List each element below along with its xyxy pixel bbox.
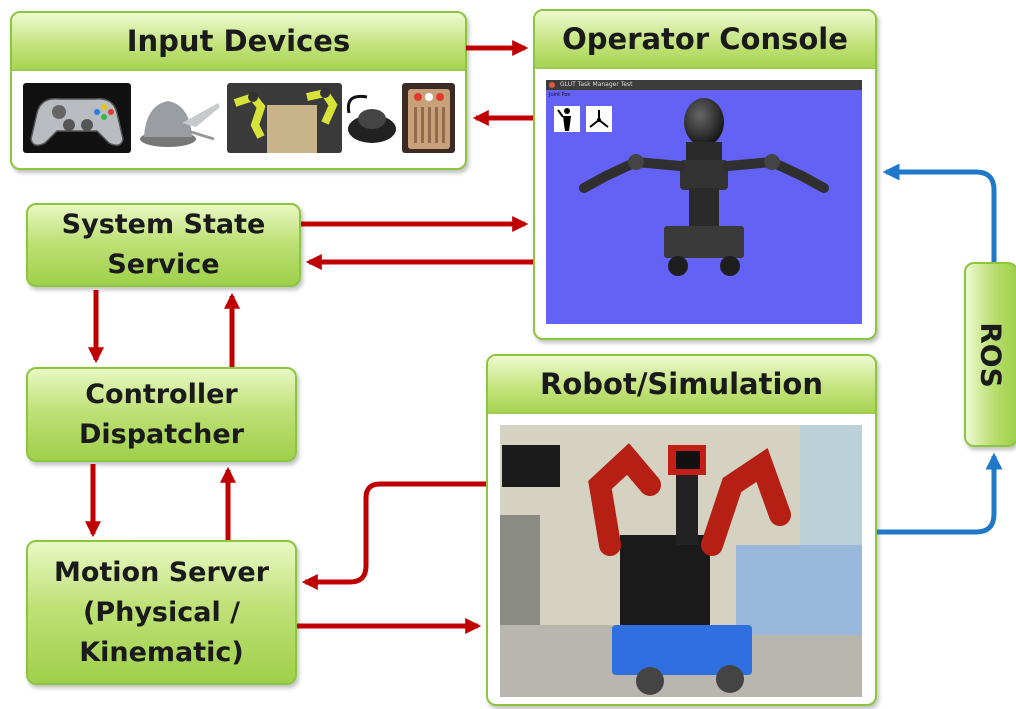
- motion-server-box: Motion Server (Physical / Kinematic): [26, 540, 297, 685]
- baxter-robot-photo: [500, 425, 862, 697]
- 3d-mouse-icon: [345, 83, 400, 153]
- console-sidebar-label: Joint Pos: [549, 92, 571, 98]
- gamepad-icon: [23, 83, 131, 153]
- window-close-icon[interactable]: [549, 82, 555, 88]
- system-state-service-box: System State Service: [26, 203, 301, 287]
- controller-dispatcher-box: Controller Dispatcher: [26, 367, 297, 462]
- console-window-title: GLUT Task Manager Test: [560, 81, 633, 88]
- person-icon[interactable]: [554, 106, 580, 132]
- arrow-robot-to-ros: [877, 452, 1003, 535]
- console-window-titlebar: GLUT Task Manager Test: [546, 80, 862, 90]
- arrow-ros-to-console: [882, 163, 997, 262]
- exoskeleton-arms-icon: [227, 83, 342, 153]
- arrow-robot-to-motion: [301, 481, 486, 591]
- input-devices-title: Input Devices: [12, 13, 465, 71]
- haptic-device-icon: [134, 83, 224, 153]
- ros-box: ROS: [964, 262, 1016, 447]
- button-box-icon: [402, 83, 455, 153]
- robot-simulation-title: Robot/Simulation: [488, 356, 875, 414]
- operator-console-title: Operator Console: [535, 11, 875, 69]
- axes-icon[interactable]: [586, 106, 612, 132]
- robot-render-icon: GLUT Task Manager Test Joint Pos: [546, 80, 862, 324]
